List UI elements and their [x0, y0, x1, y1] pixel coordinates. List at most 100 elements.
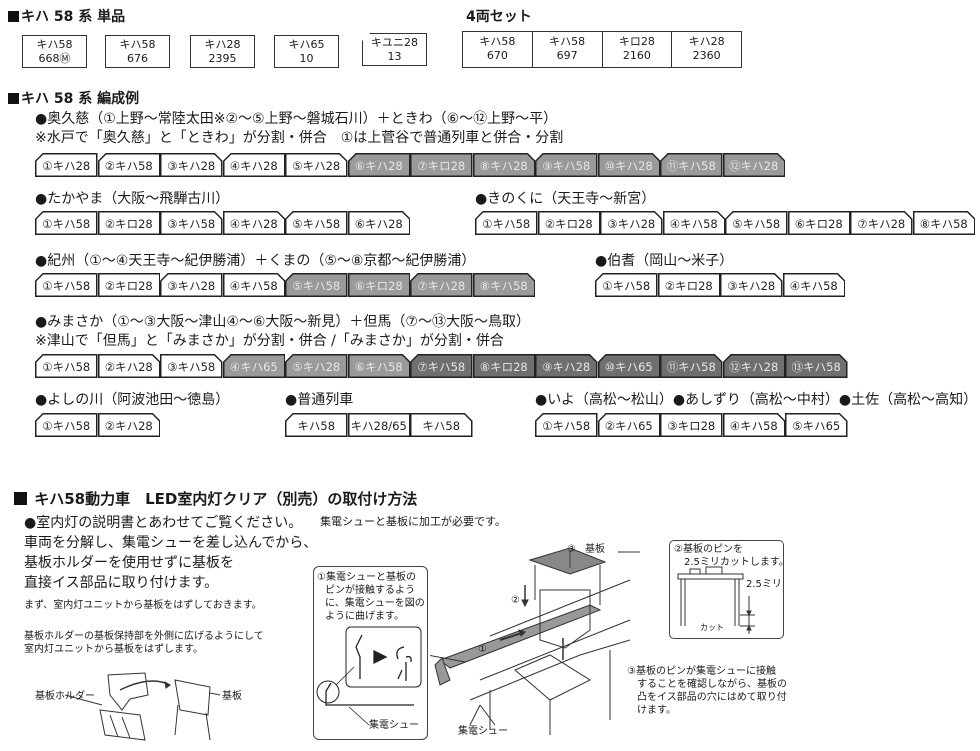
car-label: 2160 [622, 49, 651, 62]
step-remove-board: まず、室内灯ユニットから基板をはずしておきます。 [24, 600, 262, 611]
train-car: ⑦キロ28 [410, 153, 473, 177]
label-shoe: 集電シュー [369, 720, 419, 731]
train-car: ⑧キハ58 [472, 273, 535, 297]
intro-line: 基板ホルダーを使用せずに基板を [24, 555, 234, 571]
train-car: ①キハ58 [535, 413, 598, 437]
callout-line: ように曲げます。 [325, 611, 404, 622]
train-car: キハ58 [410, 413, 473, 437]
train-car: ⑥キロ28 [787, 211, 850, 235]
train-car: ⑤キハ58 [725, 211, 788, 235]
car-body [222, 354, 285, 378]
train-car: ④キハ58 [722, 413, 785, 437]
car-label: ⑤キハ65 [792, 419, 841, 433]
train-car: ①キハ28 [35, 153, 98, 177]
train-car: ①キハ58 [475, 211, 538, 235]
callout-line: 凸をイス部品の穴にはめて取り付 [637, 692, 787, 703]
car-label: ⑩キハ65 [604, 360, 653, 374]
car-label: 10 [299, 52, 314, 65]
callout3-text: ③基板のピンが集電シューに接触 することを確認しながら、基板の 凸をイス部品の穴… [627, 665, 787, 717]
car-label: ④キハ58 [789, 279, 838, 293]
car-label: ⑤キハ58 [732, 217, 781, 231]
car-body [285, 211, 348, 235]
formation-title-hakubi: ●伯耆（岡山～米子） [595, 252, 733, 271]
train-car: ①キハ58 [35, 354, 98, 378]
train-car: ③キハ28 [160, 273, 223, 297]
train-car: ⑦キハ28 [410, 273, 473, 297]
car-body [35, 211, 98, 235]
car-body [222, 153, 285, 177]
car-body [410, 413, 473, 437]
car-label: キハ65 [288, 38, 325, 51]
car-label: ①キハ58 [42, 217, 91, 231]
train-car: ④キハ28 [222, 153, 285, 177]
train-car: ⑨キハ28 [535, 354, 598, 378]
formation-title-okukuji: ●奥久慈（①上野～常陸太田※②～⑤上野～磐城石川）＋ときわ（⑥～⑫上野～平）※水… [35, 110, 563, 148]
train-car: ③キハ28 [160, 153, 223, 177]
label-board: 基板 [222, 691, 242, 702]
train-car: キハ28/65 [347, 413, 410, 437]
singles-header-text: キハ 58 系 単品 [21, 9, 126, 25]
car-body [160, 153, 223, 177]
formation-line: ●みまさか（①～③大阪～津山④～⑥大阪～新見）＋但馬（⑦～⑬大阪～鳥取） [35, 314, 530, 330]
car-label: ③キハ28 [167, 159, 216, 173]
formation-line: ●伯耆（岡山～米子） [595, 253, 734, 269]
car-label: ③キハ58 [167, 360, 216, 374]
train-car: ⑩キハ65 [597, 354, 660, 378]
car-body [347, 273, 410, 297]
car-label: キハ58 [479, 35, 516, 48]
car-label: キハ58 [549, 35, 586, 48]
car-body [722, 413, 785, 437]
car-label: ④キハ58 [669, 217, 718, 231]
train-car: ②キロ28 [97, 211, 160, 235]
car-label: キユニ28 [371, 36, 418, 49]
car-label: ⑨キハ58 [542, 159, 591, 173]
chassis-illustration [430, 547, 640, 735]
callout-pin-cut: ②基板のピンを 2.5ミリカットします。 2.5ミリ カット [669, 540, 789, 639]
train-car: ⑥キハ58 [347, 354, 410, 378]
train-car: キハ58 [285, 413, 348, 437]
car-label: ⑨キハ28 [542, 360, 591, 374]
train-car: ④キハ28 [222, 211, 285, 235]
car-label: ⑥キハ28 [354, 159, 403, 173]
step-line: 室内灯ユニットから基板をはずします。 [24, 644, 203, 655]
car-label: ⑦キハ28 [417, 279, 466, 293]
car-label: ⑧キハ28 [479, 159, 528, 173]
train-car: ⑧キロ28 [472, 354, 535, 378]
callout2-text: ②基板のピンを 2.5ミリカットします。 [674, 543, 789, 569]
train-car: ③キハ28 [720, 273, 783, 297]
train-car: ⑧キハ58 [912, 211, 975, 235]
car-label: キハ28 [688, 35, 725, 48]
car-label: ②キロ28 [104, 279, 153, 293]
car-body [160, 273, 223, 297]
car-label: ⑤キハ58 [292, 217, 341, 231]
car-label: ③キハ28 [167, 279, 216, 293]
set4-header: 4両セット [466, 9, 532, 25]
pin-cut-diagram [677, 566, 755, 634]
train-car: ④キハ58 [662, 211, 725, 235]
car-label: 697 [556, 49, 578, 62]
car-label: 2395 [208, 52, 237, 65]
step-holder: 基板ホルダーの基板保持部を外側に広げるようにして 室内灯ユニットから基板をはずし… [24, 630, 264, 656]
callout-line: 2.5ミリカットします。 [684, 557, 789, 568]
car-label: ⑦キロ28 [417, 159, 466, 173]
formation-line: ●紀州（①～④天王寺～紀伊勝浦）＋くまの（⑤～⑧京都～紀伊勝浦） [35, 253, 476, 269]
callout-line: ②基板のピンを [674, 544, 743, 555]
formation-line: ●よしの川（阿波池田～徳島） [35, 392, 230, 408]
car-body [785, 413, 848, 437]
train-car: ⑤キハ65 [785, 413, 848, 437]
car-body [597, 153, 660, 177]
car-label: ①キハ58 [42, 419, 91, 433]
car-label: ⑧キハ58 [479, 279, 528, 293]
train-car: ⑪キハ58 [660, 153, 723, 177]
train-car: ⑫キハ28 [722, 354, 785, 378]
train-car: ⑥キハ28 [347, 211, 410, 235]
intro-line: ●室内灯の説明書とあわせてご覧ください。 [24, 515, 303, 531]
car-label: ②キハ65 [604, 419, 653, 433]
car-label: ⑤キハ58 [292, 279, 341, 293]
callout-line: けます。 [637, 705, 676, 716]
car-body [160, 354, 223, 378]
